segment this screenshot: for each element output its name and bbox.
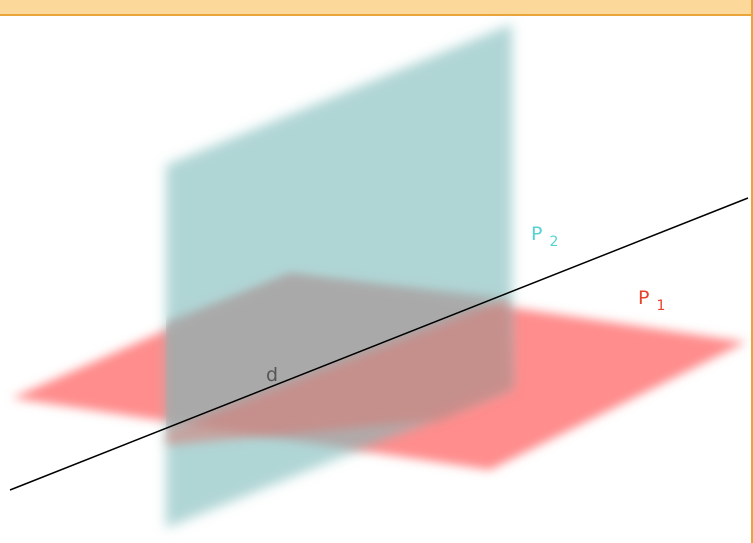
label-p1-main: P xyxy=(638,287,649,309)
label-p2: P 2 xyxy=(531,223,558,250)
top-border-bar xyxy=(0,0,753,16)
label-d: d xyxy=(266,364,278,386)
label-p2-sub: 2 xyxy=(550,234,559,250)
label-p1-sub: 1 xyxy=(657,298,666,314)
overlap-region-lower xyxy=(166,298,512,445)
line-d xyxy=(9,197,749,491)
right-border xyxy=(751,0,753,543)
label-p2-main: P xyxy=(531,223,542,245)
label-p1: P 1 xyxy=(638,287,665,314)
overlap-region xyxy=(166,275,508,432)
